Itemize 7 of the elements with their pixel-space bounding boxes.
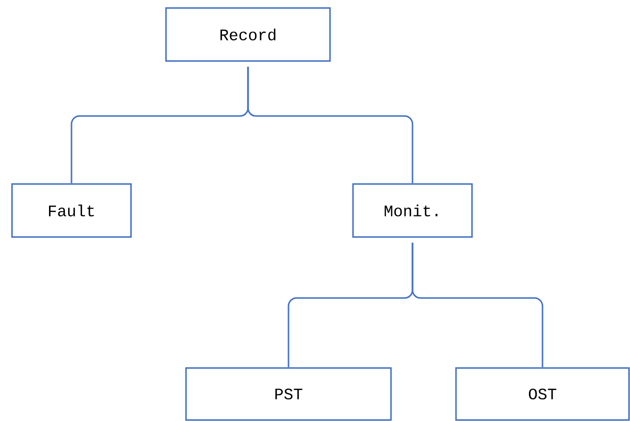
box: Monit. (352, 183, 473, 238)
box: Record (165, 7, 331, 62)
connector-line (412, 242, 544, 368)
connector-line (247, 66, 414, 184)
box: PST (185, 367, 392, 421)
box: Fault (11, 183, 132, 238)
box: OST (455, 367, 630, 421)
